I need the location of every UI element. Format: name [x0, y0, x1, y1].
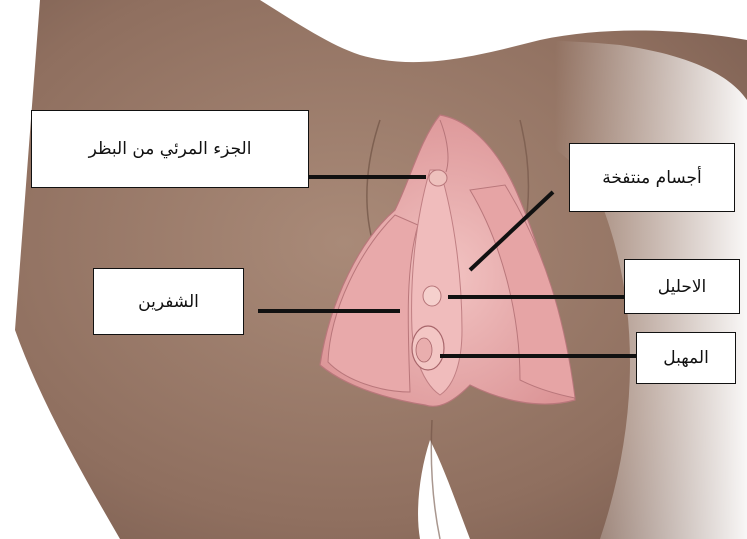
label-clitoris-glans: الجزء المرئي من البظر: [31, 110, 309, 188]
label-labia: الشفرين: [93, 268, 244, 335]
label-vagina: المهبل: [636, 332, 736, 384]
clitoris-glans-shape: [429, 170, 447, 186]
label-erectile-bodies: أجسام منتفخة: [569, 143, 735, 212]
label-urethra: الاحليل: [624, 259, 740, 314]
urethra-shape: [423, 286, 441, 306]
vaginal-inner: [416, 338, 432, 362]
